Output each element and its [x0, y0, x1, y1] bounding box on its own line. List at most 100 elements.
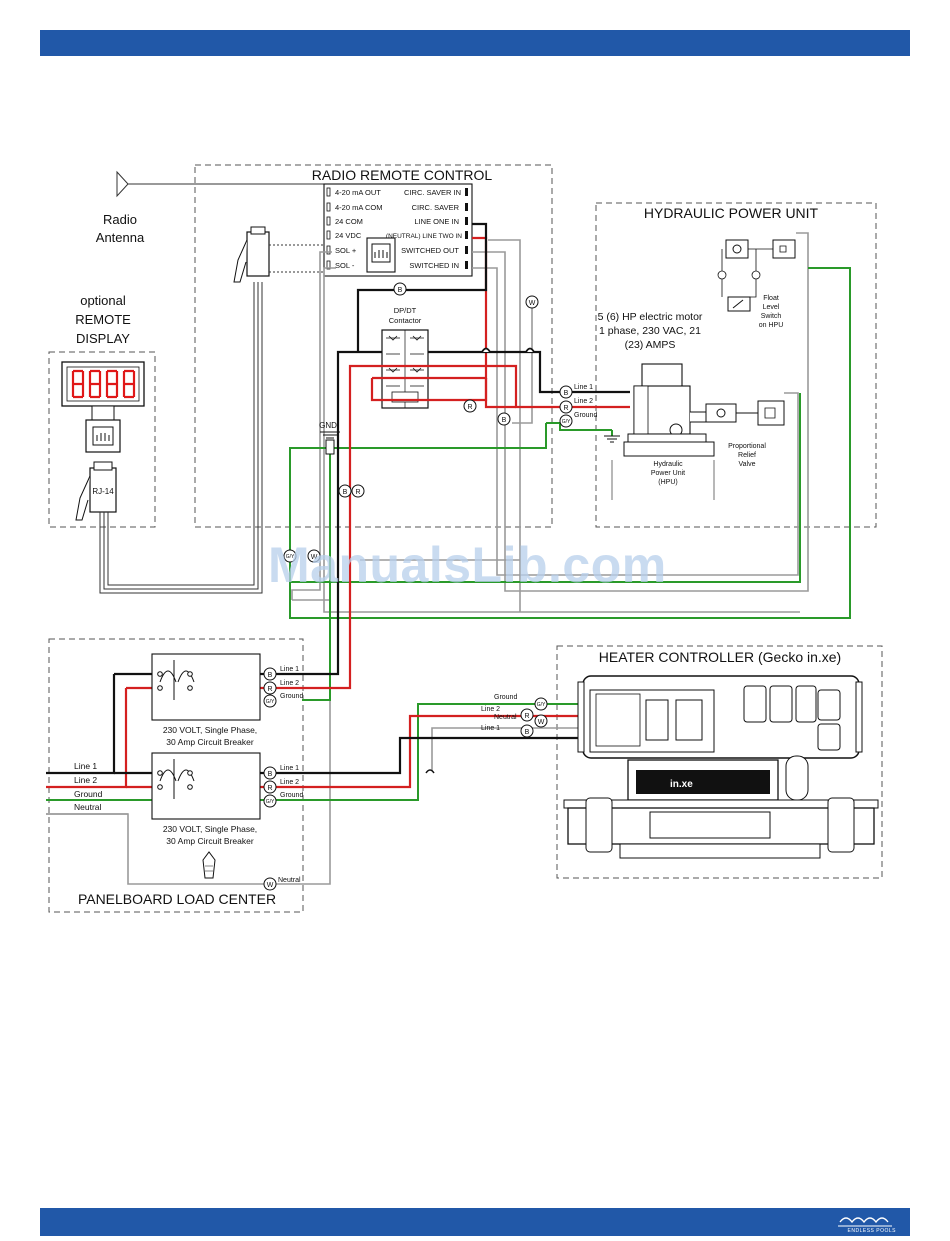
heater-line2-label: Line 2	[481, 706, 500, 713]
svg-text:B: B	[343, 489, 348, 496]
supply-line1-label: Line 1	[74, 761, 97, 771]
hpu-line1-label: Line 1	[574, 384, 593, 391]
remote-display-icon	[61, 361, 145, 453]
heater-controller-icon	[563, 675, 879, 859]
tag-b-hpu: B	[559, 385, 573, 399]
svg-text:B: B	[564, 390, 569, 397]
terminal-right-3: (NEUTRAL) LINE TWO IN	[386, 233, 462, 240]
endless-pools-logo-icon	[838, 1217, 892, 1227]
tag-gy-hpu: G/Y	[559, 414, 573, 428]
tag-w-heater: W	[534, 714, 548, 728]
svg-text:G/Y: G/Y	[266, 799, 275, 805]
supply-neutral-label: Neutral	[74, 802, 102, 812]
tag-gy-heater: G/Y	[534, 697, 548, 711]
tag-gy-pb1: G/Y	[263, 694, 277, 708]
panelboard-enclosure	[48, 638, 304, 913]
pb-neutral-label: Neutral	[278, 877, 301, 884]
heater-brand: in.xe	[670, 779, 693, 790]
svg-text:R: R	[467, 404, 472, 411]
hydraulic-title: HYDRAULIC POWER UNIT	[644, 205, 819, 221]
svg-text:W: W	[529, 300, 536, 307]
breaker-1-label-2: 30 Amp Circuit Breaker	[166, 737, 254, 747]
svg-text:B: B	[268, 771, 273, 778]
pb1-line1: Line 1	[280, 666, 299, 673]
tag-r-radio: R	[463, 399, 477, 413]
svg-text:G/Y: G/Y	[286, 554, 295, 560]
terminal-right-column: CIRC. SAVER IN CIRC. SAVER LINE ONE IN (…	[386, 188, 468, 270]
watermark: ManualsLib.com	[268, 537, 667, 593]
contactor-icon	[381, 329, 429, 409]
svg-text:R: R	[563, 405, 568, 412]
float-label-2: Level	[763, 304, 780, 311]
tag-b-heater: B	[520, 724, 534, 738]
terminal-block	[323, 183, 473, 277]
terminal-left-0: 4-20 mA OUT	[335, 188, 381, 197]
header-bar	[40, 30, 910, 56]
float-switch-icon	[717, 239, 796, 312]
terminal-left-4: SOL +	[335, 246, 357, 255]
pb2-line2: Line 2	[280, 779, 299, 786]
tag-b-radio: B	[497, 412, 511, 426]
footer-logo-text: ENDLESS POOLS	[847, 1228, 896, 1234]
antenna-icon	[116, 170, 330, 198]
terminal-left-3: 24 VDC	[335, 231, 362, 240]
display-label-2: REMOTE	[75, 312, 131, 327]
relief-label-3: Valve	[739, 461, 756, 468]
heater-title: HEATER CONTROLLER (Gecko in.xe)	[599, 649, 841, 665]
contactor-label-1: DP/DT	[394, 306, 417, 315]
display-label-3: DISPLAY	[76, 331, 130, 346]
terminal-right-0: CIRC. SAVER IN	[404, 188, 461, 197]
tag-b-contactor: B	[393, 282, 407, 296]
svg-text:G/Y: G/Y	[537, 702, 546, 708]
rj-jack-icon	[366, 237, 396, 273]
ground-symbol-icon	[320, 431, 340, 455]
svg-text:W: W	[311, 554, 318, 561]
tag-gy-vertical: G/Y	[283, 549, 297, 563]
terminal-left-2: 24 COM	[335, 217, 363, 226]
breaker-1-icon	[151, 653, 261, 721]
rj14-plug-icon	[75, 461, 117, 521]
svg-text:W: W	[538, 719, 545, 726]
svg-text:B: B	[525, 729, 530, 736]
supply-ground-label: Ground	[74, 789, 103, 799]
remote-display-enclosure	[48, 351, 156, 528]
tag-w-neutral: W	[263, 877, 277, 891]
float-label-1: Float	[763, 295, 779, 302]
terminal-right-2: LINE ONE IN	[414, 217, 459, 226]
svg-text:W: W	[267, 882, 274, 889]
heater-ground-label: Ground	[494, 694, 517, 701]
terminal-right-1: CIRC. SAVER	[412, 203, 460, 212]
breaker-2-label-2: 30 Amp Circuit Breaker	[166, 836, 254, 846]
svg-text:R: R	[355, 489, 360, 496]
breaker-2-label-1: 230 VOLT, Single Phase,	[163, 824, 257, 834]
hpu-label-3: (HPU)	[658, 479, 677, 486]
hpu-motor-icon	[611, 363, 715, 500]
display-label-1: optional	[80, 293, 126, 308]
tag-b-pb2: B	[263, 766, 277, 780]
motor-label-2: 1 phase, 230 VAC, 21	[599, 325, 701, 337]
svg-text:G/Y: G/Y	[562, 419, 571, 425]
rj14-label: RJ-14	[92, 487, 114, 496]
motor-label-3: (23) AMPS	[625, 339, 676, 351]
terminal-left-1: 4-20 mA COM	[335, 203, 383, 212]
wire-nut-icon	[202, 851, 216, 879]
hpu-ground-label: Ground	[574, 412, 597, 419]
hpu-label-2: Power Unit	[651, 470, 685, 477]
svg-text:B: B	[268, 672, 273, 679]
terminal-left-column: 4-20 mA OUT 4-20 mA COM 24 COM 24 VDC SO…	[326, 187, 383, 270]
supply-line2-label: Line 2	[74, 775, 97, 785]
float-label-4: on HPU	[759, 322, 784, 329]
tag-r-pb2: R	[263, 780, 277, 794]
heater-line1-label: Line 1	[481, 725, 500, 732]
tag-r-heater: R	[520, 708, 534, 722]
gnd-label: GND	[319, 421, 337, 430]
svg-text:R: R	[524, 713, 529, 720]
tag-gy-pb2: G/Y	[263, 794, 277, 808]
svg-text:G/Y: G/Y	[266, 699, 275, 705]
hydraulic-enclosure	[595, 202, 877, 528]
tag-r-pb1: R	[263, 681, 277, 695]
svg-text:R: R	[267, 686, 272, 693]
radio-remote-title: RADIO REMOTE CONTROL	[312, 167, 493, 183]
tag-r-vertical: R	[351, 484, 365, 498]
